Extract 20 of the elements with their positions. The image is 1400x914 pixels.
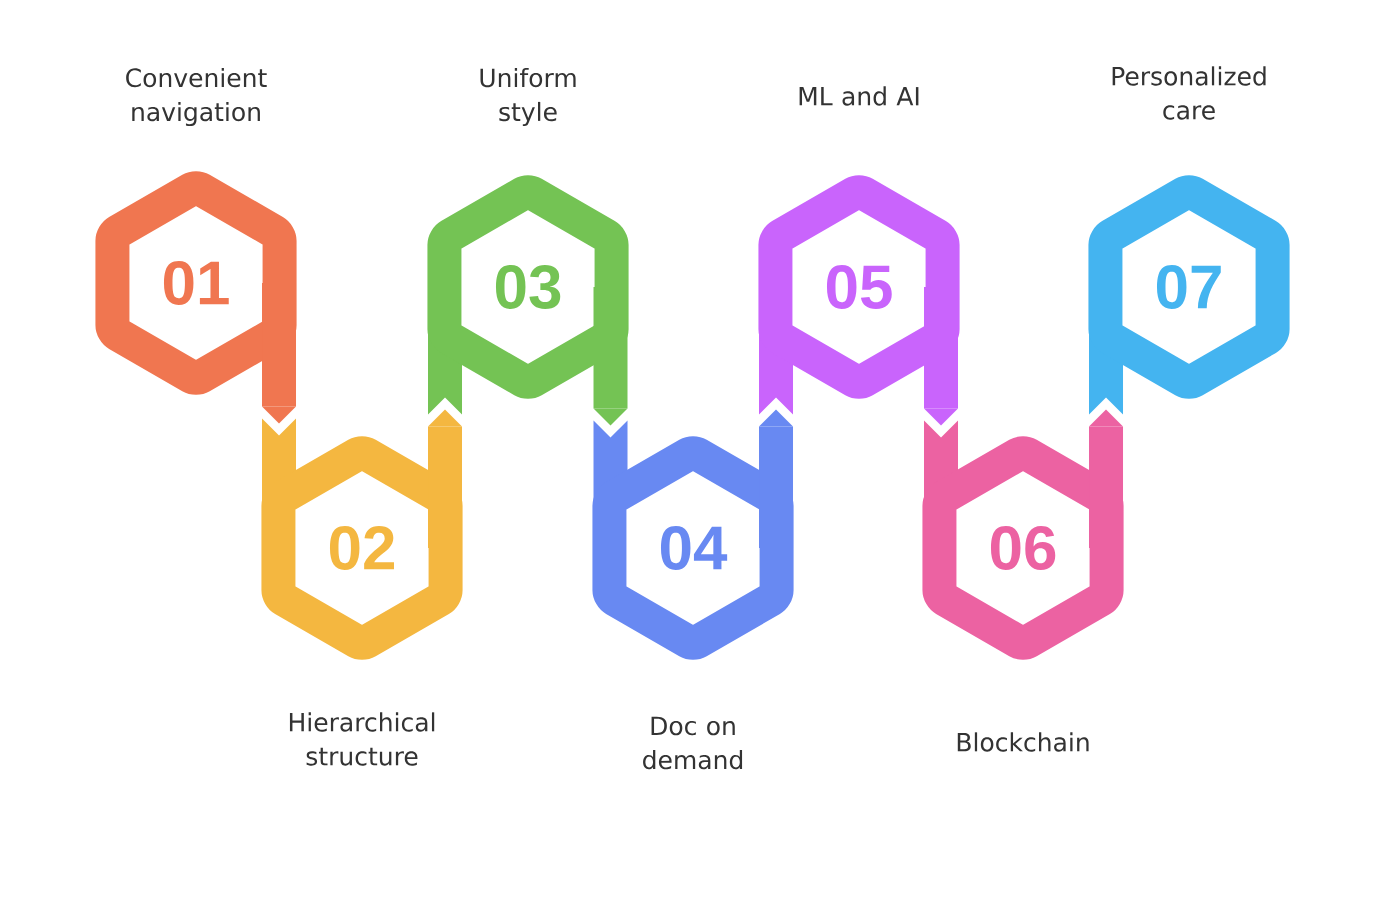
arrow [924,287,958,426]
hexagon-badge: 04 [592,420,794,660]
step-label: ML and AI [799,86,919,106]
hexagon-badge: 03 [427,175,629,415]
arrow [593,287,628,426]
hexagon-badge: 06 [922,420,1124,660]
hexagon-badge: 07 [1088,175,1290,415]
hexagon-badge: 02 [261,418,463,660]
hexagon-badge: 01 [95,171,297,395]
arrow [759,409,793,548]
step-label: Convenient navigation [126,67,267,127]
step-label: Uniform style [480,67,576,127]
step-label: Hierarchical structure [289,712,435,766]
step-label: Blockchain [957,732,1089,752]
hexagon-badge: 05 [758,175,960,415]
step-label: Doc on demand [643,716,743,770]
arrow [428,409,462,548]
arrow [262,283,296,424]
step-label: Personalized care [1112,66,1266,120]
arrow [1089,409,1123,548]
